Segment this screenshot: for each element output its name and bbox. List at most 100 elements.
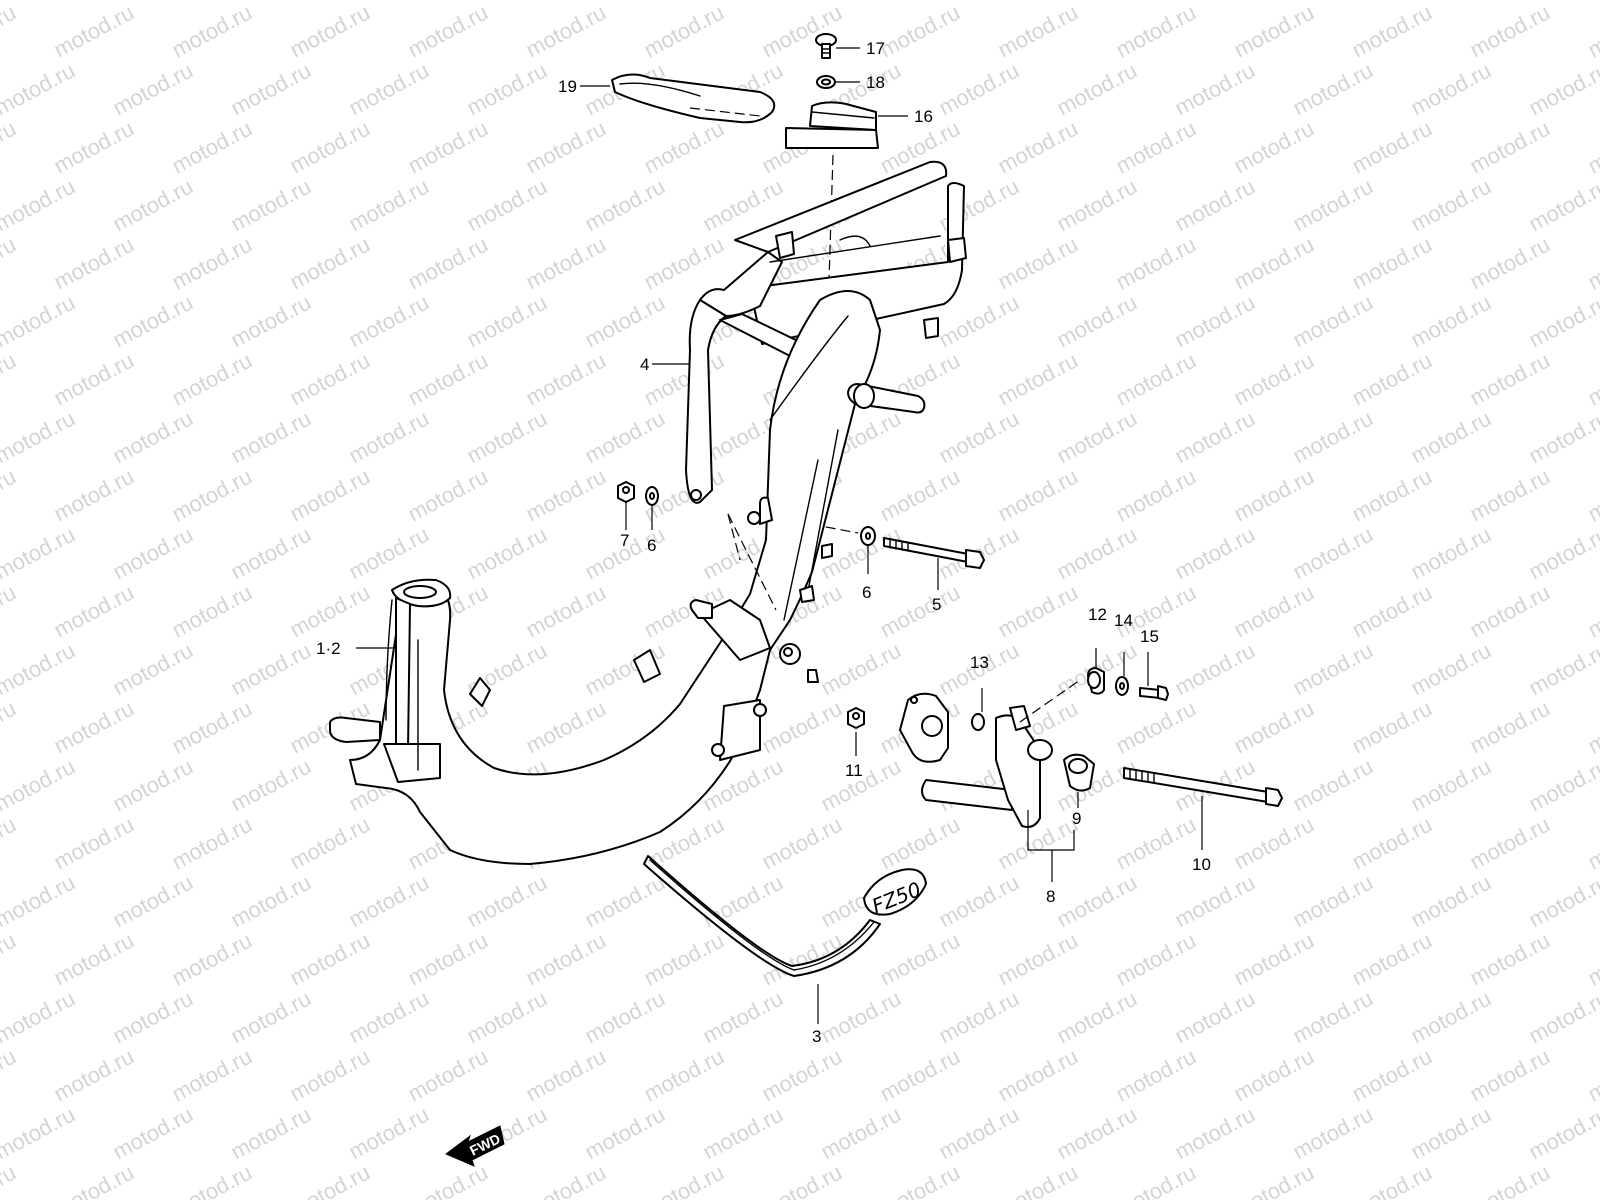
watermark-text: motod.ru	[1112, 928, 1200, 991]
watermark-text: motod.ru	[50, 580, 138, 643]
main-frame-part-1-2	[329, 290, 926, 865]
watermark-text: motod.ru	[1289, 1102, 1377, 1165]
watermark-text: motod.ru	[1289, 522, 1377, 585]
watermark-text: motod.ru	[286, 812, 374, 875]
watermark-text: motod.ru	[1230, 928, 1318, 991]
watermark-text: motod.ru	[0, 870, 79, 933]
watermark-text: motod.ru	[109, 406, 197, 469]
watermark-text: motod.ru	[1230, 116, 1318, 179]
watermark-text: motod.ru	[286, 0, 374, 62]
watermark-text: motod.ru	[345, 290, 433, 353]
watermark-text: motod.ru	[1348, 928, 1436, 991]
watermark-text: motod.ru	[286, 1044, 374, 1107]
callout-17: 17	[866, 39, 885, 58]
watermark-text: motod.ru	[1407, 290, 1495, 353]
watermark-text: motod.ru	[640, 348, 728, 411]
watermark-text: motod.ru	[758, 812, 846, 875]
watermark-text: motod.ru	[699, 1102, 787, 1165]
watermark-text: motod.ru	[1112, 1160, 1200, 1200]
watermark-text: motod.ru	[0, 638, 79, 701]
watermark-text: motod.ru	[168, 0, 256, 62]
watermark-text: motod.ru	[1466, 928, 1554, 991]
watermark-text: motod.ru	[1407, 174, 1495, 237]
watermark-text: motod.ru	[50, 812, 138, 875]
watermark-text: motod.ru	[640, 1044, 728, 1107]
watermark-text: motod.ru	[404, 348, 492, 411]
watermark-text: motod.ru	[758, 696, 846, 759]
watermark-text: motod.ru	[50, 696, 138, 759]
bolt-part-10	[1123, 767, 1283, 807]
watermark-text: motod.ru	[522, 1160, 610, 1200]
watermark-text: motod.ru	[0, 812, 20, 875]
watermark-text: motod.ru	[0, 464, 20, 527]
watermark-text: motod.ru	[286, 116, 374, 179]
watermark-text: motod.ru	[817, 986, 905, 1049]
watermark-text: motod.ru	[1584, 812, 1600, 875]
seat-pad-part-19	[611, 73, 776, 124]
stand-part-8	[899, 692, 1095, 828]
watermark-text: motod.ru	[994, 348, 1082, 411]
watermark-text: motod.ru	[227, 638, 315, 701]
callout-11: 11	[845, 761, 863, 780]
watermark-text: motod.ru	[1584, 580, 1600, 643]
watermark-text: motod.ru	[522, 696, 610, 759]
watermark-text: motod.ru	[50, 0, 138, 62]
watermark-text: motod.ru	[227, 406, 315, 469]
watermark-text: motod.ru	[1466, 580, 1554, 643]
watermark-text: motod.ru	[1289, 58, 1377, 121]
watermark-text: motod.ru	[581, 986, 669, 1049]
bolt-part-5	[883, 537, 985, 569]
watermark-text: motod.ru	[522, 464, 610, 527]
watermark-text: motod.ru	[286, 928, 374, 991]
watermark-text: motod.ru	[994, 464, 1082, 527]
watermark-text: motod.ru	[1348, 232, 1436, 295]
watermark-text: motod.ru	[0, 986, 79, 1049]
watermark-text: motod.ru	[345, 986, 433, 1049]
callout-6-right: 6	[862, 583, 871, 602]
watermark-text: motod.ru	[1230, 812, 1318, 875]
watermark-text: motod.ru	[227, 1102, 315, 1165]
watermark-text: motod.ru	[1053, 1102, 1141, 1165]
watermark-text: motod.ru	[1584, 348, 1600, 411]
washer-part-13	[971, 713, 985, 731]
watermark-text: motod.ru	[1584, 1044, 1600, 1107]
watermark-text: motod.ru	[227, 522, 315, 585]
watermark-text: motod.ru	[522, 0, 610, 62]
watermark-text: motod.ru	[640, 232, 728, 295]
watermark-text: motod.ru	[1171, 1102, 1259, 1165]
watermark-text: motod.ru	[817, 1102, 905, 1165]
watermark-text: motod.ru	[109, 754, 197, 817]
watermark-text: motod.ru	[50, 116, 138, 179]
watermark-text: motod.ru	[50, 348, 138, 411]
watermark-text: motod.ru	[0, 696, 20, 759]
rear-frame-part-4	[685, 160, 967, 504]
watermark-text: motod.ru	[0, 232, 20, 295]
watermark-text: motod.ru	[109, 58, 197, 121]
watermark-text: motod.ru	[699, 870, 787, 933]
watermark-text: motod.ru	[1289, 986, 1377, 1049]
watermark-text: motod.ru	[1407, 522, 1495, 585]
decal-stripe-part-3: FZ50	[643, 855, 927, 977]
watermark-text: motod.ru	[994, 1044, 1082, 1107]
watermark-text: motod.ru	[1407, 986, 1495, 1049]
watermark-text: motod.ru	[0, 406, 79, 469]
watermark-text: motod.ru	[640, 0, 728, 62]
watermark-text: motod.ru	[1348, 696, 1436, 759]
callout-7: 7	[620, 531, 629, 550]
watermark-text: motod.ru	[522, 232, 610, 295]
watermark-text: motod.ru	[581, 174, 669, 237]
watermark-text: motod.ru	[109, 870, 197, 933]
watermark-text: motod.ru	[1171, 174, 1259, 237]
watermark-text: motod.ru	[1407, 754, 1495, 817]
watermark-text: motod.ru	[1112, 232, 1200, 295]
watermark-text: motod.ru	[1230, 1160, 1318, 1200]
watermark-text: motod.ru	[168, 116, 256, 179]
watermark-text: motod.ru	[1466, 0, 1554, 62]
watermark-text: motod.ru	[1171, 870, 1259, 933]
bracket-part-16	[785, 101, 879, 149]
watermark-text: motod.ru	[1407, 406, 1495, 469]
watermark-text: motod.ru	[994, 116, 1082, 179]
watermark-text: motod.ru	[1230, 1044, 1318, 1107]
watermark-text: motod.ru	[0, 754, 79, 817]
